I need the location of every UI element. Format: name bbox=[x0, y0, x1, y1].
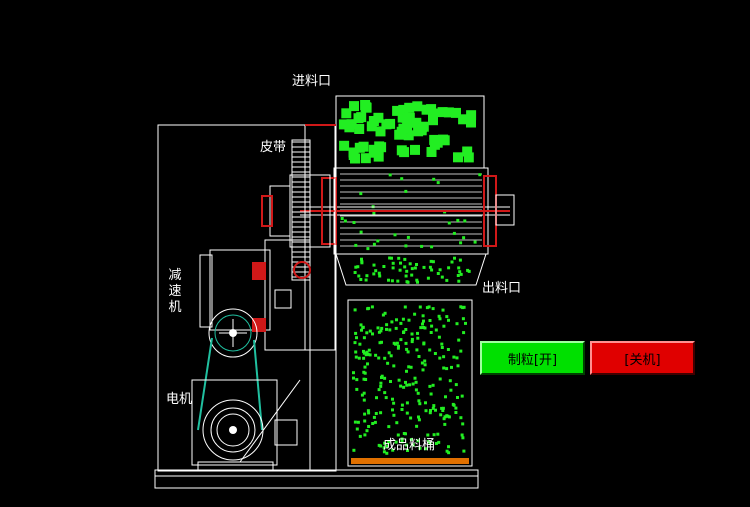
granulate-on-button[interactable]: 制粒[开] bbox=[480, 341, 585, 375]
reducer-gearbox bbox=[199, 239, 311, 358]
bin-label: 成品料桶 bbox=[383, 438, 436, 453]
granulator-drum bbox=[300, 167, 515, 255]
shutdown-button[interactable]: [关机] bbox=[590, 341, 695, 375]
reducer-label: 减速机 bbox=[168, 268, 182, 315]
inlet-label: 进料口 bbox=[292, 74, 332, 89]
electric-motor bbox=[191, 350, 311, 471]
outlet-funnel bbox=[335, 253, 487, 286]
belt-gear bbox=[261, 124, 336, 351]
v-belt bbox=[197, 337, 263, 431]
feed-hopper bbox=[335, 95, 485, 169]
motor-label: 电机 bbox=[166, 392, 193, 407]
base-plate bbox=[154, 469, 479, 489]
product-bin bbox=[347, 299, 473, 467]
outlet-label: 出料口 bbox=[482, 281, 522, 296]
machine-frame bbox=[157, 124, 337, 472]
belt-label: 皮带 bbox=[260, 140, 287, 155]
